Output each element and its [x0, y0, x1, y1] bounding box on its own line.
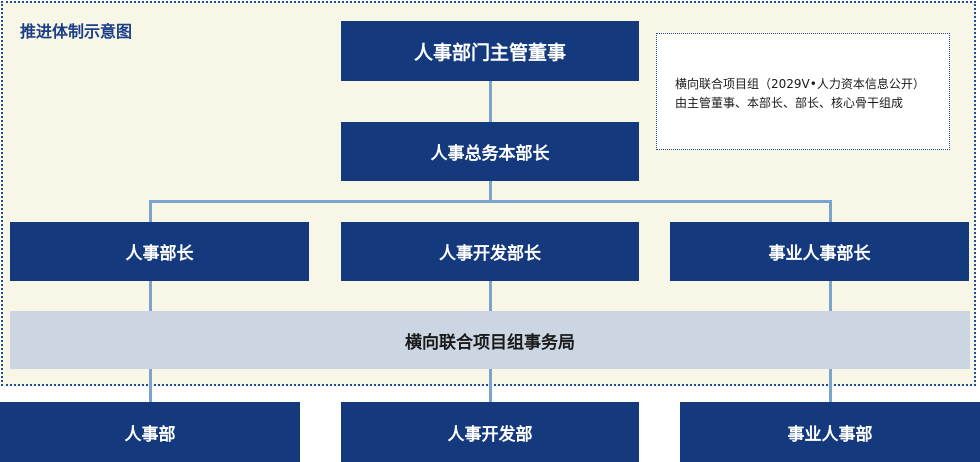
project-team-note: 横向联合项目组（2029V•人力资本信息公开） 由主管董事、本部长、部长、核心骨… [656, 33, 950, 150]
node-bottom-biz: 事业人事部 [680, 402, 980, 462]
connector-branch-horizontal [149, 200, 832, 203]
node-bottom-hr: 人事部 [0, 402, 300, 462]
connector-branch-left [149, 200, 152, 222]
node-mid-dev: 人事开发部长 [341, 222, 639, 281]
note-line-1: 横向联合项目组（2029V•人力资本信息公开） [675, 77, 925, 91]
node-mid-biz: 事业人事部长 [670, 222, 969, 281]
connector-branch-right [829, 200, 832, 222]
secretariat-band: 横向联合项目组事务局 [10, 311, 970, 369]
note-line-2: 由主管董事、本部长、部长、核心骨干组成 [675, 96, 904, 110]
node-general-head: 人事总务本部长 [341, 122, 639, 181]
connector-head-to-branch [489, 180, 492, 202]
node-top-director: 人事部门主管董事 [341, 21, 639, 81]
node-bottom-dev: 人事开发部 [341, 402, 639, 462]
connector-director-to-head [489, 80, 492, 122]
diagram-title: 推进体制示意图 [20, 22, 133, 41]
node-mid-hr: 人事部长 [10, 222, 309, 281]
